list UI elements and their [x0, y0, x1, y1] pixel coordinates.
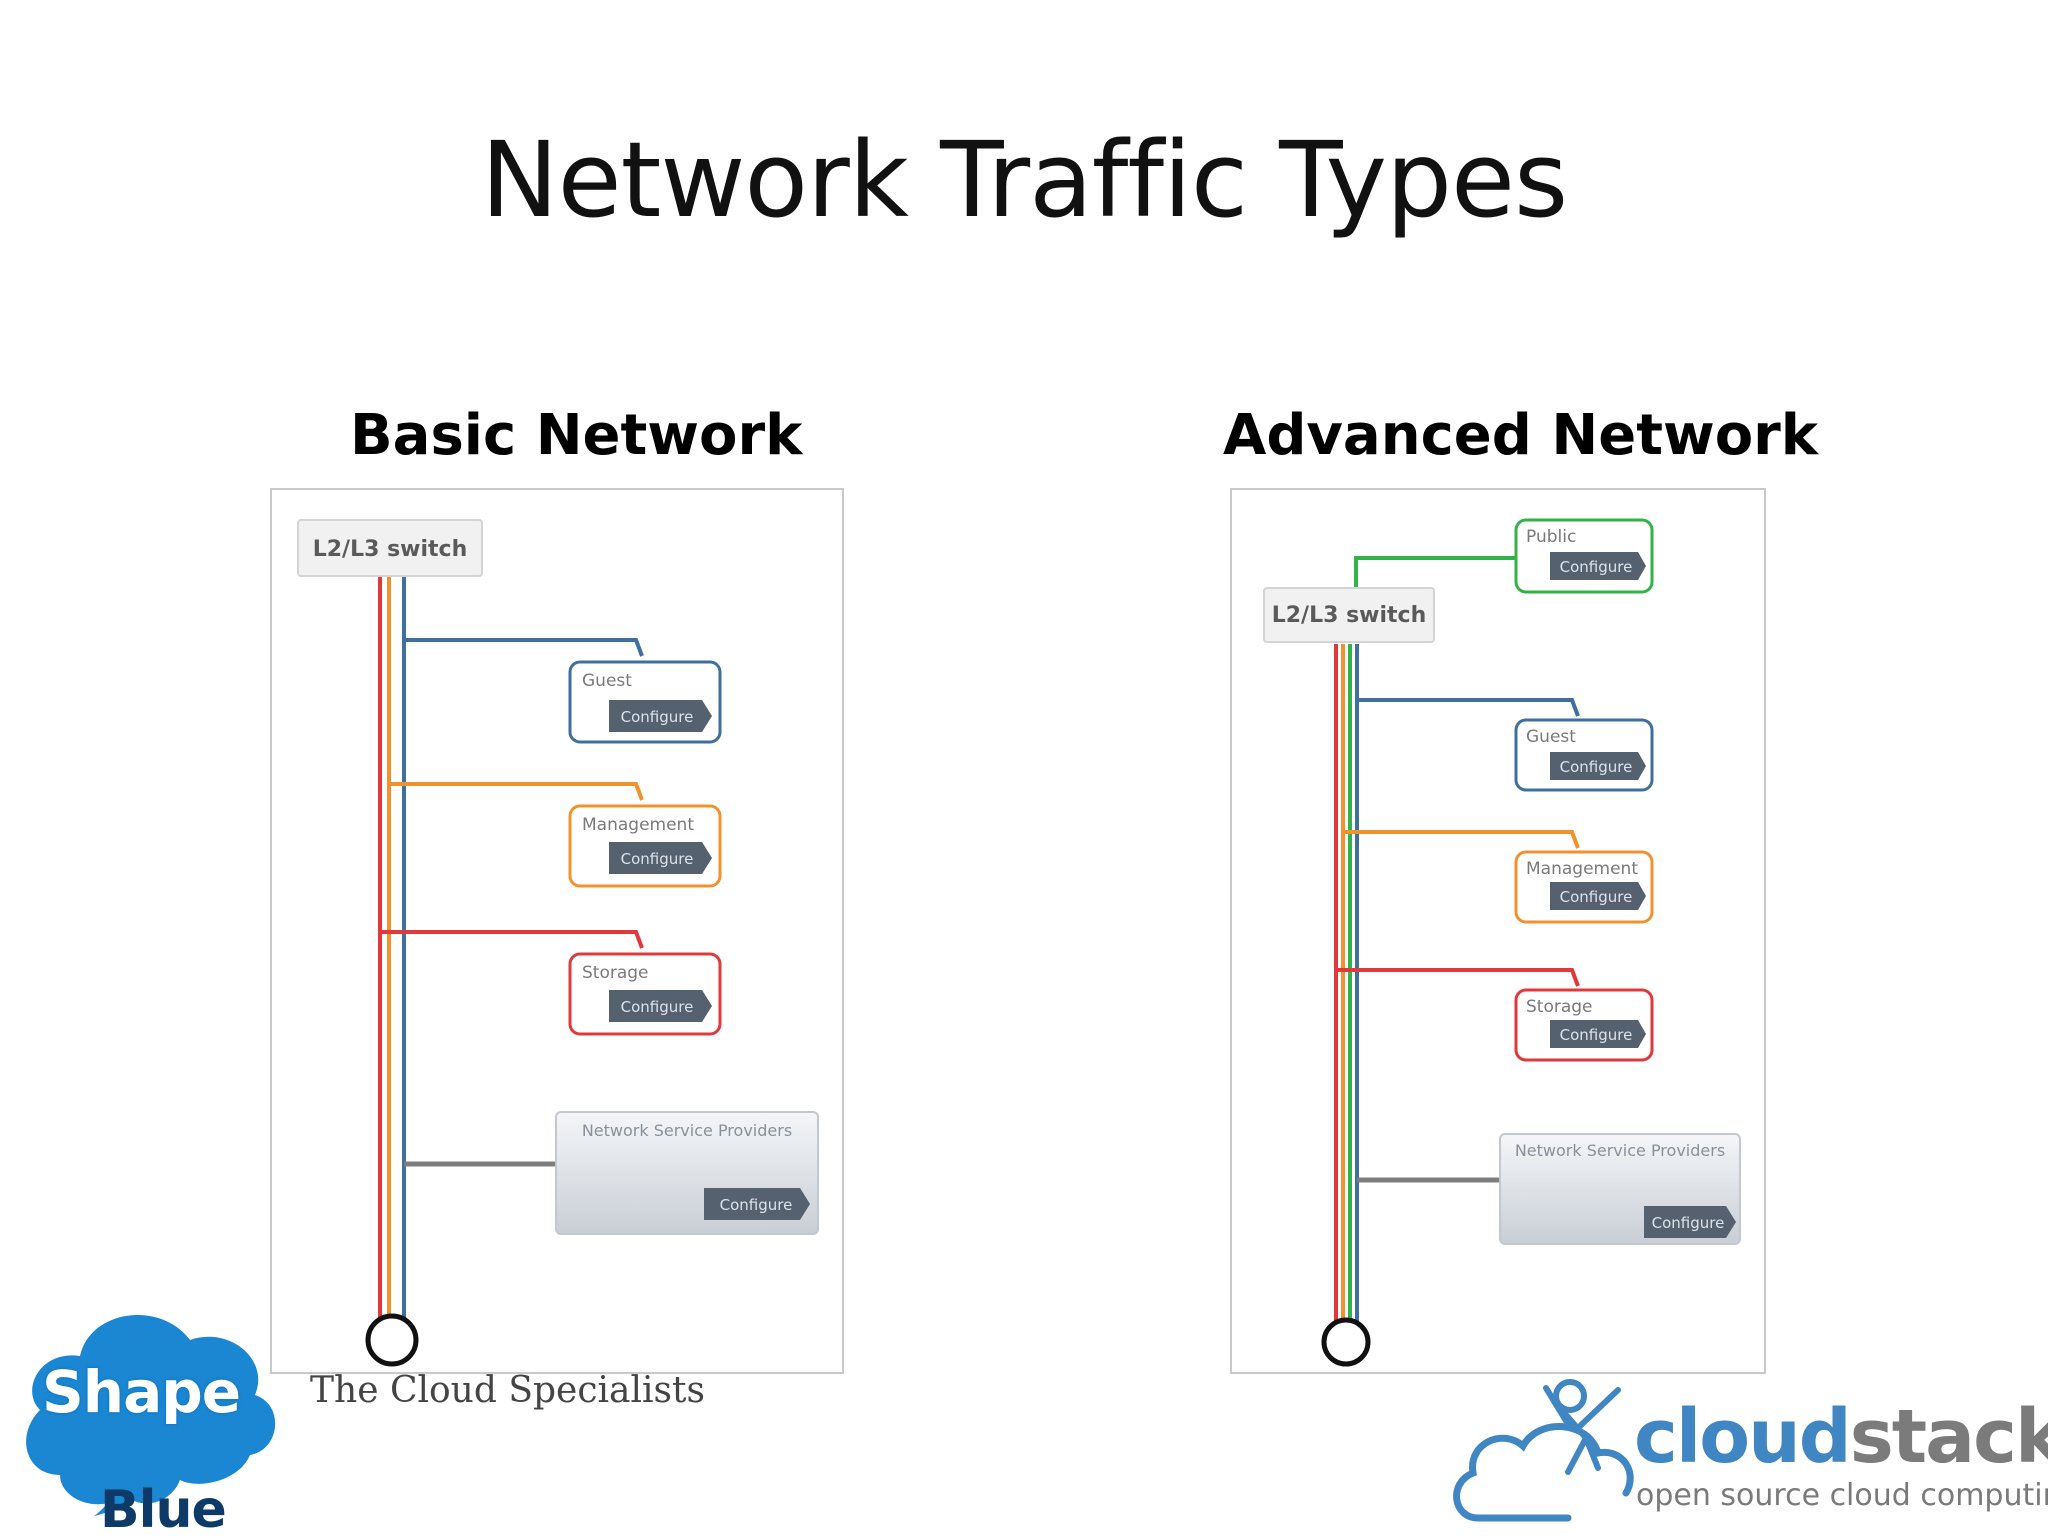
advanced-network-svg: Public Configure L2/L3 switch Guest Conf…: [1263, 518, 1741, 1367]
switch-label: L2/L3 switch: [313, 537, 468, 562]
basic-network-title: Basic Network: [350, 403, 803, 468]
switch-box: [297, 519, 483, 577]
provider-configure-label: Configure: [1652, 1214, 1725, 1232]
basic-network-svg: L2/L3 switch Guest Configure Management …: [297, 519, 819, 1367]
storage-branch-line: [380, 930, 644, 949]
shapeblue-cloud-logo: [26, 1315, 276, 1516]
endpoint-circle: [1321, 1317, 1371, 1367]
provider-configure-label: Configure: [720, 1196, 793, 1214]
basic-network-diagram: L2/L3 switch Guest Configure Management …: [270, 488, 844, 1374]
management-branch-line: [389, 782, 644, 801]
management-configure-button[interactable]: [609, 842, 712, 874]
public-branch-line: [1354, 556, 1516, 588]
endpoint-circle: [365, 1313, 419, 1367]
guest-configure-button[interactable]: [1550, 752, 1646, 780]
advanced-network-diagram: Public Configure L2/L3 switch Guest Conf…: [1230, 488, 1766, 1374]
public-configure-label: Configure: [1560, 558, 1633, 576]
cloudstack-subtitle: open source cloud computing: [1636, 1478, 2048, 1513]
shapeblue-word-blue: Blue: [100, 1480, 227, 1540]
management-configure-label: Configure: [621, 850, 694, 868]
guest-branch-line: [404, 638, 644, 657]
management-card-label: Management: [582, 815, 694, 835]
provider-configure-button[interactable]: [1644, 1206, 1736, 1238]
guest-branch-line: [1357, 698, 1580, 717]
switch-box: [1263, 587, 1435, 643]
shapeblue-tagline: The Cloud Specialists: [310, 1370, 705, 1411]
storage-card-label: Storage: [582, 963, 649, 983]
cloudstack-mascot-logo: [1453, 1379, 1634, 1522]
shapeblue-word-shape: Shape: [42, 1358, 241, 1426]
switch-label: L2/L3 switch: [1272, 603, 1427, 628]
management-configure-button[interactable]: [1550, 882, 1646, 910]
cloudstack-word-cloud: cloud: [1634, 1394, 1852, 1480]
guest-card-label: Guest: [1526, 727, 1576, 747]
storage-configure-button[interactable]: [609, 990, 712, 1022]
provider-label: Network Service Providers: [582, 1121, 792, 1140]
cloudstack-word-stack: stack: [1849, 1394, 2048, 1480]
management-card-label: Management: [1526, 859, 1638, 879]
management-configure-label: Configure: [1560, 888, 1633, 906]
storage-configure-label: Configure: [621, 998, 694, 1016]
guest-card-label: Guest: [582, 671, 632, 691]
guest-configure-label: Configure: [1560, 758, 1633, 776]
guest-configure-button[interactable]: [609, 700, 712, 732]
management-branch-line: [1343, 830, 1580, 849]
provider-configure-button[interactable]: [704, 1188, 810, 1220]
advanced-network-title: Advanced Network: [1223, 403, 1819, 468]
cloudstack-wordmark: cloudstack: [1634, 1400, 2048, 1474]
storage-card-label: Storage: [1526, 997, 1593, 1017]
public-card-label: Public: [1526, 527, 1576, 547]
provider-label: Network Service Providers: [1515, 1141, 1725, 1160]
storage-configure-label: Configure: [1560, 1026, 1633, 1044]
storage-branch-line: [1336, 968, 1580, 987]
guest-configure-label: Configure: [621, 708, 694, 726]
storage-configure-button[interactable]: [1550, 1020, 1646, 1048]
public-configure-button[interactable]: [1550, 552, 1646, 580]
slide-title: Network Traffic Types: [480, 119, 1568, 241]
